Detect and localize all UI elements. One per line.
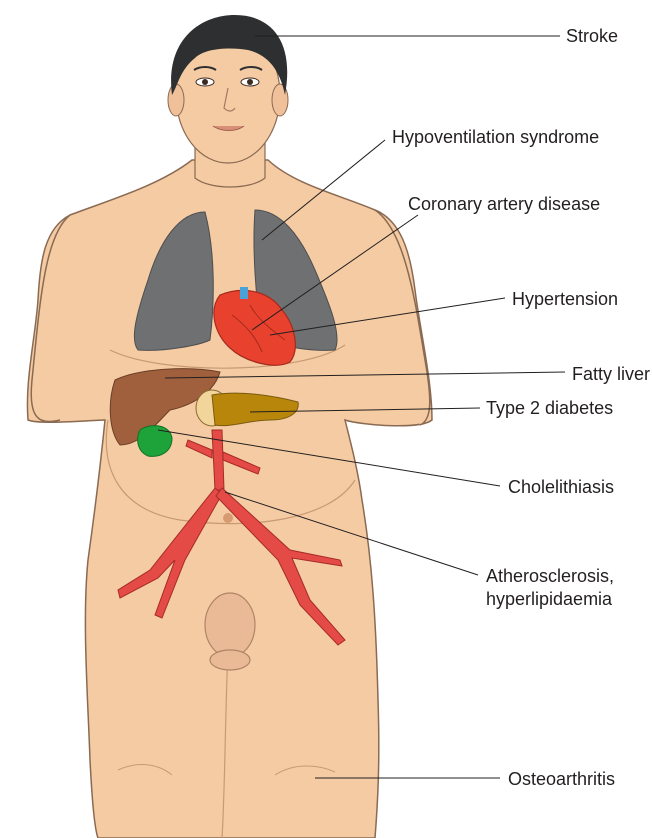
aorta-stub [240,287,248,299]
left-ear [168,84,184,116]
label-osteoarthritis: Osteoarthritis [508,768,615,790]
label-coronary-artery-disease: Coronary artery disease [408,193,600,215]
right-pupil [247,79,253,85]
label-stroke: Stroke [566,25,618,47]
label-type-2-diabetes: Type 2 diabetes [486,397,613,419]
genitals [205,593,255,657]
label-hyperlipidaemia: hyperlipidaemia [486,588,612,610]
navel [223,513,233,523]
label-atherosclerosis: Atherosclerosis, [486,565,614,587]
gallbladder [138,426,172,457]
genitals-lower [210,650,250,670]
label-cholelithiasis: Cholelithiasis [508,476,614,498]
left-pupil [202,79,208,85]
label-hypoventilation-syndrome: Hypoventilation syndrome [392,126,599,148]
label-hypertension: Hypertension [512,288,618,310]
label-fatty-liver: Fatty liver [572,363,650,385]
